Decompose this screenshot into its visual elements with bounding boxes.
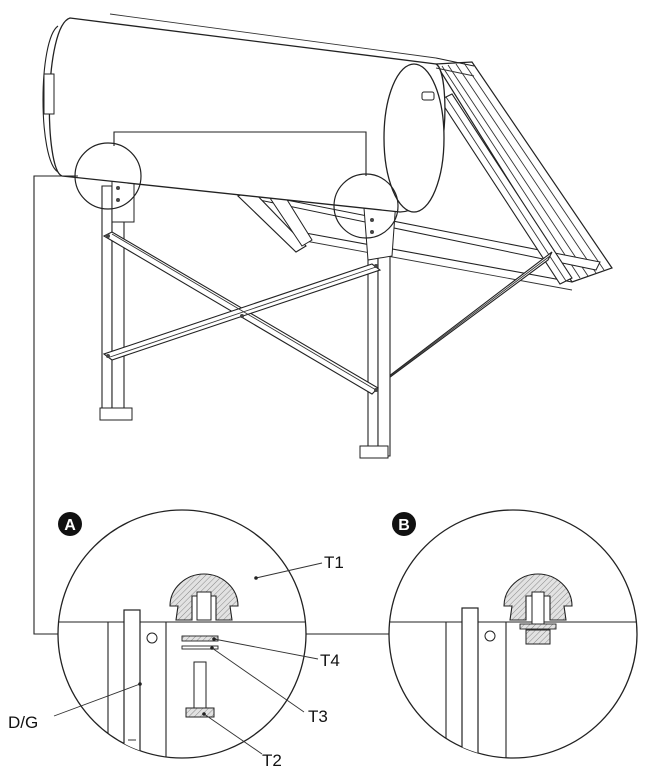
label-t4: T4	[320, 651, 340, 670]
right-leg	[359, 197, 397, 459]
detail-b-badge	[392, 512, 416, 536]
detail-a-badge	[58, 512, 82, 536]
main-assembly	[33, 13, 613, 635]
detail-b-badge-label: B	[398, 517, 410, 534]
detail-a: A T1 T4 T3 T2 D/G	[8, 509, 344, 770]
t1-leader	[255, 562, 323, 579]
cross-braces	[102, 231, 382, 395]
t4-leader	[213, 638, 319, 660]
detail-b: B	[388, 509, 638, 759]
dg-leader	[53, 683, 141, 717]
label-t1: T1	[324, 553, 344, 572]
left-leg	[99, 175, 135, 421]
label-t3: T3	[308, 707, 328, 726]
t3-leader	[211, 647, 305, 713]
detail-b-leader-line	[113, 131, 367, 176]
label-t2: T2	[262, 751, 282, 770]
detail-a-leader-line	[33, 175, 78, 635]
storage-tank	[42, 13, 475, 213]
solar-collector-panel	[238, 61, 613, 291]
t2-leader	[203, 713, 263, 755]
label-dg: D/G	[8, 713, 38, 732]
detail-a-badge-label: A	[64, 517, 76, 534]
